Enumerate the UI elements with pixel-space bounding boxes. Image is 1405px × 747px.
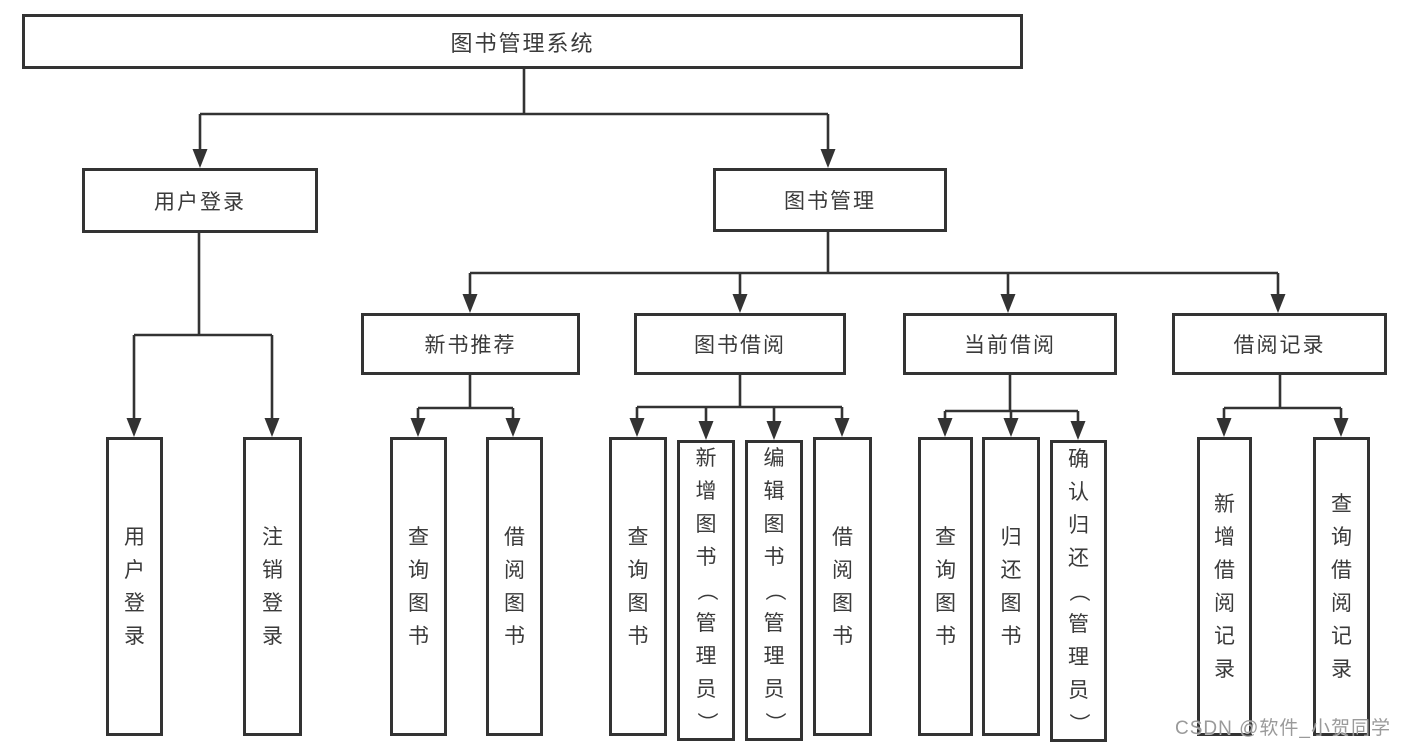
leaf-user-login: 用户登录 [106, 437, 163, 736]
leaf-query-books-2: 查询图书 [609, 437, 667, 736]
arrowheads-currentborrow-children [937, 418, 1086, 440]
node-root-library-management-system: 图书管理系统 [22, 14, 1023, 69]
arrowheads-borrowrecord-children [1216, 418, 1349, 437]
node-user-login: 用户登录 [82, 168, 318, 233]
connector-bookborrow-children [635, 375, 844, 424]
node-borrowing-records: 借阅记录 [1172, 313, 1387, 375]
connector-root-to-level2 [198, 69, 830, 152]
connector-userlogin-children [132, 233, 274, 421]
node-book-management: 图书管理 [713, 168, 947, 232]
leaf-edit-books-admin: 编辑图书（管理员） [745, 440, 803, 741]
arrowheads-bookborrow-children [629, 418, 850, 440]
node-book-borrowing: 图书借阅 [634, 313, 846, 375]
leaf-confirm-return-admin: 确认归还（管理员） [1050, 440, 1107, 742]
arrowheads-userlogin-children [126, 418, 280, 437]
leaf-borrow-books-1: 借阅图书 [486, 437, 543, 736]
connector-borrowrecord-children [1222, 375, 1343, 421]
connector-newbook-children [416, 375, 515, 421]
leaf-borrow-books-2: 借阅图书 [813, 437, 872, 736]
node-new-book-recommendation: 新书推荐 [361, 313, 580, 375]
leaf-add-books-admin: 新增图书（管理员） [677, 440, 735, 741]
leaf-query-books-3: 查询图书 [918, 437, 973, 736]
connector-bookmgmt-to-level3 [468, 232, 1280, 297]
connector-currentborrow-children [943, 375, 1080, 424]
leaf-return-books: 归还图书 [982, 437, 1040, 736]
arrowheads-level2 [192, 149, 836, 168]
csdn-watermark: CSDN @软件_小贺同学 [1175, 718, 1391, 739]
arrowheads-newbook-children [410, 418, 521, 437]
leaf-logout: 注销登录 [243, 437, 302, 736]
arrowheads-level3 [462, 294, 1286, 313]
leaf-add-borrow-record: 新增借阅记录 [1197, 437, 1252, 736]
leaf-query-borrow-record: 查询借阅记录 [1313, 437, 1370, 736]
leaf-query-books-1: 查询图书 [390, 437, 447, 736]
node-current-borrowing: 当前借阅 [903, 313, 1117, 375]
